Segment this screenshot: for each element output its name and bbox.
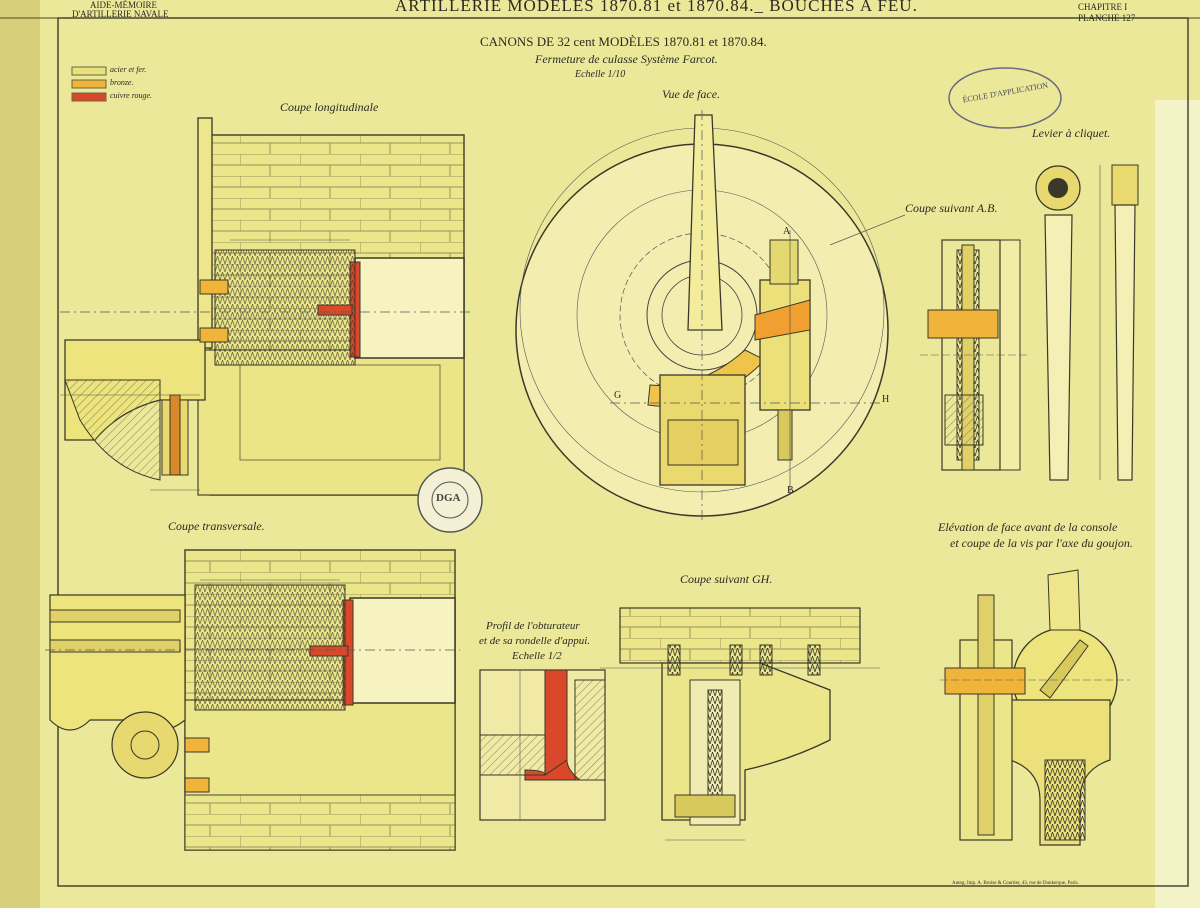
label-coupe-transversale: Coupe transversale. [168,519,265,533]
header-chapter: CHAPITRE I [1078,2,1128,12]
marker-b: B [787,485,794,496]
label-profil-line2: et de sa rondelle d'appui. [479,635,591,647]
legend-swatch-bronze [71,79,107,89]
marker-g: G [614,390,622,401]
legend-label-bronze: bronze. [110,78,134,87]
drawing-subtitle: Fermeture de culasse Système Farcot. [535,52,718,66]
label-coupe-longitudinale: Coupe longitudinale [280,100,379,114]
header-plate: PLANCHE 127 [1078,13,1136,23]
legend-swatches [71,66,107,102]
view-coupe-longitudinale [60,117,470,496]
view-coupe-transversale [45,549,460,851]
view-profil-obturateur [479,669,606,821]
label-coupe-gh: Coupe suivant GH. [680,572,773,586]
label-levier-cliquet: Levier à cliquet. [1032,126,1111,140]
stamp-dga-text: DGA [436,492,461,504]
label-elevation-line1: Elévation de face avant de la console [938,520,1118,534]
view-levier-cliquet [1035,164,1139,481]
stamp-ecole [948,67,1062,129]
page-header-title: ARTILLERIE MODÈLES 1870.81 et 1870.84._ … [395,0,918,15]
header-left-line1: AIDE-MÉMOIRE [90,0,157,10]
label-vue-de-face: Vue de face. [662,87,721,101]
label-elevation-line2: et coupe de la vis par l'axe du goujon. [950,536,1133,550]
sheet-left-edge [0,0,40,908]
drawing-title: CANONS DE 32 cent MODÈLES 1870.81 et 187… [480,34,767,49]
drawing-scale: Echelle 1/10 [575,69,626,80]
stamp-dga [417,467,483,533]
legend-label-copper: cuivre rouge. [110,91,153,100]
marker-a: A [783,226,791,237]
sheet-right-edge [1155,100,1200,908]
printer-footer: Autog. Imp. A. Broise & Courtier, 43, ru… [952,881,1079,886]
label-coupe-ab: Coupe suivant A.B. [905,201,998,215]
label-profil-scale: Echelle 1/2 [512,650,562,662]
legend-swatch-copper [71,92,107,102]
view-coupe-gh [600,607,880,841]
view-elevation-console [940,569,1130,846]
marker-h: H [882,394,890,405]
view-coupe-ab [920,239,1030,471]
view-vue-de-face [515,110,906,520]
header-left-line2: D'ARTILLERIE NAVALE [72,9,169,19]
legend-swatch-steel [71,66,107,76]
legend-label-steel: acier et fer. [110,65,147,74]
label-profil-line1: Profil de l'obturateur [486,620,580,632]
